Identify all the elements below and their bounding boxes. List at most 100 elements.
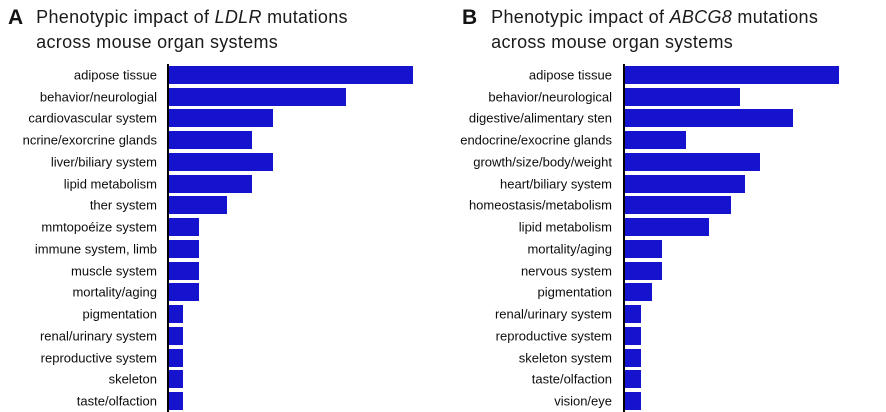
category-label: reproductive system — [443, 325, 623, 347]
bar-row: ncrine/exorcrine glands — [0, 129, 443, 151]
bar-row: skeleton system — [443, 346, 886, 369]
bar — [169, 131, 252, 150]
category-label-text: reproductive system — [495, 328, 612, 344]
panel-b-header: B Phenotypic impact of ABCG8 mutations a… — [462, 5, 818, 55]
bar — [169, 152, 273, 171]
category-label-text: muscle system — [71, 263, 157, 279]
category-label-text: homeostasis/metabolism — [468, 197, 612, 213]
category-label-text: lipid metabolism — [518, 219, 612, 235]
category-label: mortality/aging — [0, 282, 167, 304]
panel-a-title: Phenotypic impact of LDLR mutations acro… — [36, 5, 348, 55]
bar-row: heart/biliary system — [443, 172, 886, 195]
category-label: digestive/alimentary sten — [443, 108, 623, 130]
category-label: taste/olfaction — [0, 390, 167, 412]
bar-row: muscle system — [0, 259, 443, 282]
category-label-text: behavior/neurologial — [39, 89, 157, 105]
bar-row: nervous system — [443, 259, 886, 282]
bar-row: behavior/neurological — [443, 85, 886, 108]
bar — [625, 152, 760, 171]
bar-row: digestive/alimentary sten — [443, 107, 886, 130]
bar — [169, 174, 252, 193]
bar-track-with-y-axis — [167, 390, 443, 412]
panel-b-title-line2: across mouse organ systems — [491, 32, 734, 52]
category-label-text: behavior/neurological — [488, 89, 612, 105]
panel-a: A Phenotypic impact of LDLR mutations ac… — [0, 5, 443, 412]
category-label-text: ther system — [89, 197, 157, 213]
category-label-text: endocrine/exocrine glands — [460, 132, 612, 148]
bar-track-with-y-axis — [623, 303, 886, 325]
category-label: adipose tissue — [443, 64, 623, 86]
bar — [625, 109, 793, 128]
category-label-text: ncrine/exorcrine glands — [22, 132, 157, 148]
panel-b-bar-chart: adipose tissue behavior/neurological diges… — [443, 64, 886, 412]
bar-row: adipose tissue — [443, 64, 886, 86]
bar-track-with-y-axis — [167, 259, 443, 282]
bar-track-with-y-axis — [623, 107, 886, 130]
bar-row: endocrine/exocrine glands — [443, 129, 886, 151]
bar — [625, 239, 662, 258]
category-label-text: skeleton — [108, 371, 157, 387]
bar-track-with-y-axis — [167, 325, 443, 347]
bar-row: adipose tissue — [0, 64, 443, 86]
bar-row: behavior/neurologial — [0, 85, 443, 108]
panel-b-letter: B — [462, 6, 478, 29]
category-label: lipid metabolism — [443, 216, 623, 238]
bar-row: skeleton — [0, 368, 443, 391]
bar-row: mortality/aging — [443, 238, 886, 260]
bar — [625, 196, 731, 215]
category-label-text: mmtopoéize system — [41, 219, 157, 235]
category-label-text: cardiovascular system — [28, 110, 157, 126]
bar — [169, 326, 183, 345]
gene-symbol-abcg8: ABCG8 — [669, 7, 733, 27]
bar-track-with-y-axis — [623, 346, 886, 369]
bar-row: lipid metabolism — [443, 216, 886, 238]
bar — [169, 87, 346, 106]
bar — [169, 392, 183, 411]
bar-track-with-y-axis — [167, 281, 443, 304]
bar-row: vision/eye — [443, 390, 886, 412]
category-label-text: vision/eye — [554, 393, 612, 409]
bar-track-with-y-axis — [623, 259, 886, 282]
bar-track-with-y-axis — [623, 194, 886, 217]
bar-row: mortality/aging — [0, 281, 443, 304]
category-label: renal/urinary system — [0, 325, 167, 347]
category-label: mmtopoéize system — [0, 216, 167, 238]
panel-a-title-line1: Phenotypic impact of LDLR mutations — [36, 7, 348, 27]
category-label-text: digestive/alimentary sten — [468, 110, 612, 126]
category-label: homeostasis/metabolism — [443, 195, 623, 217]
bar — [169, 283, 199, 302]
bar-track-with-y-axis — [167, 107, 443, 130]
category-label-text: growth/size/body/weight — [473, 154, 612, 170]
bar-track-with-y-axis — [623, 238, 886, 260]
category-label: ther system — [0, 195, 167, 217]
bar — [625, 370, 641, 389]
bar-row: growth/size/body/weight — [443, 151, 886, 173]
panel-b-title: Phenotypic impact of ABCG8 mutations acr… — [491, 5, 818, 55]
bar — [625, 174, 745, 193]
category-label-text: immune system, limb — [34, 241, 157, 257]
bar-row: homeostasis/metabolism — [443, 194, 886, 217]
bar-track-with-y-axis — [167, 194, 443, 217]
category-label: nervous system — [443, 260, 623, 282]
bar — [625, 218, 709, 237]
category-label-text: lipid metabolism — [63, 176, 157, 192]
panel-a-bar-chart: adipose tissue behavior/neurologial cardio… — [0, 64, 443, 412]
category-label: immune system, limb — [0, 238, 167, 260]
bar-row: cardiovascular system — [0, 107, 443, 130]
bar — [625, 305, 641, 324]
title-suffix: mutations — [732, 7, 819, 27]
panel-b: B Phenotypic impact of ABCG8 mutations a… — [443, 0, 886, 412]
category-label-text: adipose tissue — [528, 67, 612, 83]
bar — [169, 305, 183, 324]
bar — [169, 65, 413, 84]
bar-track-with-y-axis — [623, 281, 886, 304]
category-label-text: taste/olfaction — [531, 371, 612, 387]
panel-a-letter: A — [8, 6, 24, 29]
title-prefix: Phenotypic impact of — [491, 7, 670, 27]
bar-track-with-y-axis — [623, 85, 886, 108]
title-prefix: Phenotypic impact of — [36, 7, 215, 27]
bar — [169, 348, 183, 367]
bar — [625, 326, 641, 345]
bar-track-with-y-axis — [623, 368, 886, 391]
bar-track-with-y-axis — [167, 346, 443, 369]
